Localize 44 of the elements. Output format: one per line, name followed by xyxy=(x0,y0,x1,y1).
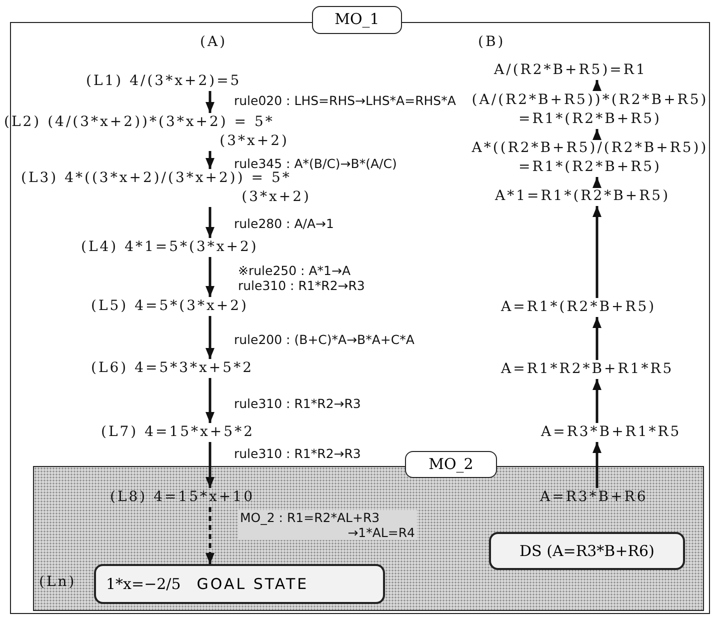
arrow xyxy=(592,317,602,360)
frame-title: MO_2 xyxy=(405,451,497,478)
arrow xyxy=(592,206,602,298)
arrow xyxy=(206,378,214,423)
frame-title: MO_1 xyxy=(312,6,402,34)
arrow xyxy=(592,379,602,423)
column-heading: (B) xyxy=(478,33,506,52)
edge-label: rule020 : LHS=RHS→LHS*A=RHS*A xyxy=(232,93,458,108)
arrow xyxy=(206,257,214,297)
equation: A=R1*(R2*B+R5) xyxy=(501,298,656,317)
edge-label: MO_2 : R1=R2*AL+R3 →1*AL=R4 xyxy=(238,510,417,540)
arrow xyxy=(206,207,214,238)
column-heading: (A) xyxy=(200,33,228,52)
arrow xyxy=(206,91,214,113)
equation: (L7) 4=15*x+5*2 xyxy=(101,423,254,442)
edge-label: rule200 : (B+C)*A→B*A+C*A xyxy=(232,332,416,347)
equation: (L8) 4=15*x+10 xyxy=(110,488,254,507)
equation: A=R3*B+R1*R5 xyxy=(541,423,682,442)
equation: A=R1*R2*B+R1*R5 xyxy=(501,360,674,379)
equation: (L1) 4/(3*x+2)=5 xyxy=(86,72,242,91)
edge-label: rule280 : A/A→1 xyxy=(232,216,336,231)
equation: A*((R2*B+R5)/(R2*B+R5))=R1*(R2*B+R5) xyxy=(467,139,713,177)
arrow xyxy=(206,151,214,169)
line-label: (Ln) xyxy=(39,572,76,592)
equation: (L3) 4*((3*x+2)/(3*x+2)) = 5*(3*x+2) xyxy=(21,169,311,207)
edge-label: rule345 : A*(B/C)→B*(A/C) xyxy=(232,156,399,171)
equation: (L6) 4=5*3*x+5*2 xyxy=(91,359,254,378)
equation: A/(R2*B+R5)=R1 xyxy=(494,61,647,80)
arrow xyxy=(206,507,214,564)
arrow xyxy=(592,442,602,488)
equation: A=R3*B+R6 xyxy=(540,488,648,507)
arrow xyxy=(592,129,602,140)
equation: (L4) 4*1=5*(3*x+2) xyxy=(81,238,258,257)
equation: A*1=R1*(R2*B+R5) xyxy=(495,187,670,206)
arrow xyxy=(592,80,602,91)
edge-label: rule310 : R1*R2→R3 xyxy=(232,396,363,411)
arrow xyxy=(592,177,602,188)
edge-label: rule310 : R1*R2→R3 xyxy=(232,446,363,461)
state-box: DS (A=R3*B+R6) xyxy=(489,532,685,570)
goal-box: 1*x=−2/5 GOAL STATE xyxy=(94,564,385,604)
equation: (A/(R2*B+R5))*(R2*B+R5)=R1*(R2*B+R5) xyxy=(467,91,713,129)
equation: (L5) 4=5*(3*x+2) xyxy=(91,297,248,316)
arrow xyxy=(206,316,214,359)
arrow xyxy=(206,442,214,488)
